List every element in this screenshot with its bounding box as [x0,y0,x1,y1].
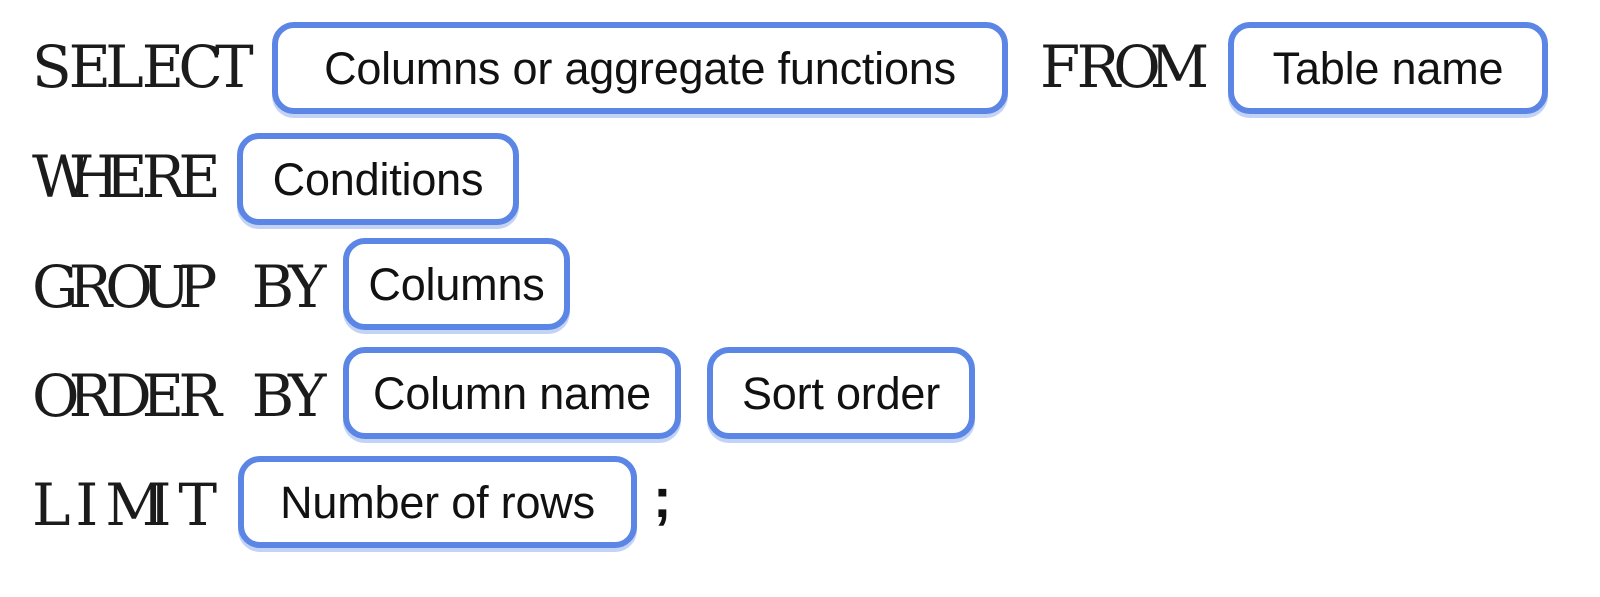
keyword-order-by: ORDER BY [32,362,327,430]
slot-limit-number-of-rows[interactable]: Number of rows [238,456,637,548]
keyword-group-by: GROUP BY [32,253,327,321]
keyword-select: SELECT [32,33,254,101]
slot-order-by-column-name-label: Column name [373,367,651,419]
slot-limit-number-of-rows-label: Number of rows [280,476,595,528]
slot-where-conditions[interactable]: Conditions [237,133,519,225]
statement-terminator-semicolon: ; [653,466,672,529]
slot-table-name[interactable]: Table name [1228,22,1548,114]
keyword-from: FROM [1040,33,1210,101]
slot-where-conditions-label: Conditions [272,153,484,205]
slot-table-name-label: Table name [1272,42,1504,94]
slot-order-by-sort-order-label: Sort order [741,367,941,419]
slot-select-expression[interactable]: Columns or aggregate functions [272,22,1008,114]
slot-select-expression-label: Columns or aggregate functions [324,42,956,94]
keyword-where: WHERE [32,143,221,211]
slot-order-by-column-name[interactable]: Column name [343,347,681,439]
slot-order-by-sort-order[interactable]: Sort order [707,347,975,439]
slot-group-by-columns[interactable]: Columns [343,238,570,330]
slot-group-by-columns-label: Columns [368,258,545,310]
